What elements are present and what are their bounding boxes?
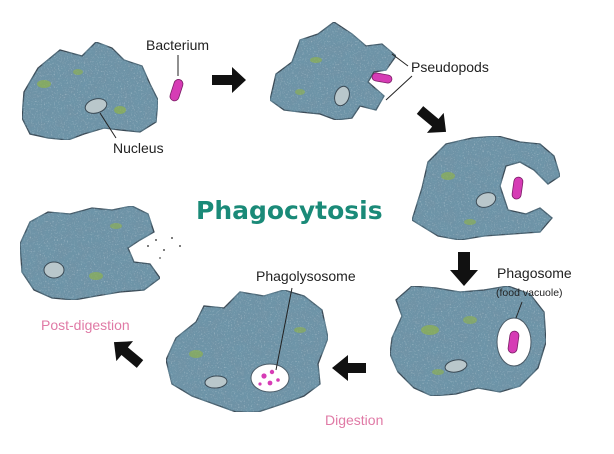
cell-2-spot [295, 89, 305, 95]
phagosome-leader [515, 301, 523, 319]
cell-5-spot [189, 350, 203, 358]
nucleus-3 [475, 192, 497, 208]
arrow-5 [113, 341, 144, 368]
cell-3-spot [464, 219, 476, 225]
cell-3-speckle [412, 136, 560, 240]
expelled-debris [155, 239, 157, 241]
phagosome-label: Phagosome [497, 265, 572, 281]
cell-6-speckle [20, 206, 160, 300]
stage-5-cell [165, 289, 329, 413]
digested-fragment [261, 373, 267, 379]
arrow-1 [212, 67, 246, 93]
nucleus-4 [444, 359, 468, 373]
nucleus-6 [43, 261, 65, 279]
bacterium-label: Bacterium [146, 37, 209, 53]
food-vacuole-label: (food vacuole) [496, 287, 563, 299]
expelled-debris [171, 237, 173, 239]
cell-4-spot [421, 325, 439, 335]
bacterium-2 [371, 72, 393, 84]
stage-2-cell [269, 21, 397, 121]
cell-1-spot [73, 69, 83, 75]
cell-3-spot [441, 172, 455, 180]
stage-4-cell [389, 285, 547, 397]
nucleus-label: Nucleus [113, 140, 164, 156]
expelled-debris [147, 245, 149, 247]
pseudopods-leader-top [391, 53, 409, 67]
expelled-debris [163, 249, 165, 251]
cell-6-spot [110, 223, 122, 229]
nucleus-2 [334, 85, 350, 107]
stage-6-cell [19, 205, 181, 301]
cell-4-speckle [390, 286, 546, 396]
cell-2-speckle [270, 22, 396, 120]
cell-4-spot [463, 316, 477, 324]
cell-6-spot [89, 272, 103, 280]
cell-1-spot [37, 80, 51, 88]
digested-fragment [269, 369, 275, 375]
nucleus-1 [84, 98, 108, 114]
digested-fragment [267, 380, 273, 386]
cell-4-spot [432, 369, 444, 375]
post-digestion-label: Post-digestion [41, 317, 130, 333]
bacterium-4 [507, 330, 520, 354]
pseudopods-label: Pseudopods [411, 59, 489, 75]
arrow-4 [332, 355, 366, 381]
cell-1-speckle [22, 42, 158, 140]
nucleus-leader [99, 112, 117, 139]
stage-3-cell [411, 135, 561, 241]
phagolysosome-leader [275, 287, 293, 371]
arrow-3 [450, 252, 478, 286]
bacterium-1 [169, 79, 184, 102]
cell-5-spot [294, 327, 306, 333]
bacterium-3 [511, 176, 524, 200]
phagolysosome-vacuole [250, 363, 290, 393]
stage-1-cell [21, 41, 184, 141]
cell-2-spot [310, 57, 322, 63]
expelled-debris [159, 257, 161, 259]
arrow-2 [416, 106, 447, 133]
nucleus-5 [204, 375, 228, 389]
diagram-title: Phagocytosis [196, 196, 383, 225]
expelled-debris [179, 245, 181, 247]
cell-5-speckle [166, 290, 328, 412]
digested-fragment [258, 382, 262, 386]
digestion-label: Digestion [325, 412, 383, 428]
pseudopods-leader-bottom [385, 75, 413, 101]
digested-fragment [276, 378, 280, 382]
cell-1-spot [114, 106, 126, 114]
phagolysosome-label: Phagolysosome [256, 268, 356, 284]
